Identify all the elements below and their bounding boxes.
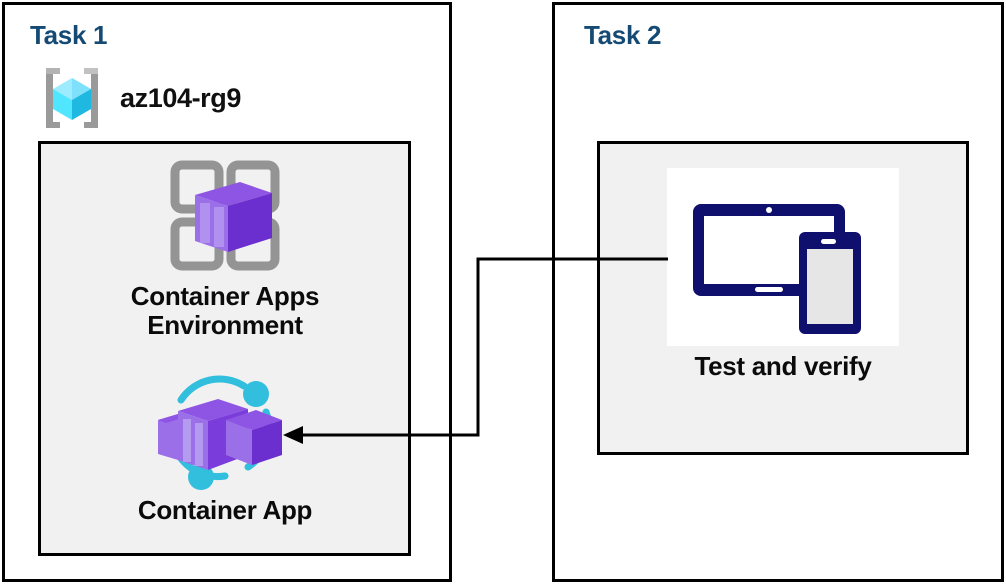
node-container-app-label: Container App — [137, 495, 313, 525]
task-2-title: Task 2 — [584, 20, 662, 50]
node-container-apps-environment-label: Container Apps Environment — [130, 281, 320, 341]
azure-resource-group-icon — [36, 62, 108, 134]
node-test-and-verify[interactable]: Test and verify — [640, 168, 926, 381]
container-app-icon — [140, 372, 310, 490]
node-container-apps-environment[interactable]: Container Apps Environment — [60, 158, 390, 340]
devices-tablet-phone-icon — [667, 168, 899, 346]
resource-group-row: az104-rg9 — [36, 62, 241, 134]
resource-group-name: az104-rg9 — [120, 82, 241, 113]
task-1-title: Task 1 — [30, 20, 108, 50]
node-test-and-verify-label: Test and verify — [694, 351, 872, 381]
container-apps-environment-icon — [162, 158, 288, 276]
node-container-app[interactable]: Container App — [60, 372, 390, 525]
